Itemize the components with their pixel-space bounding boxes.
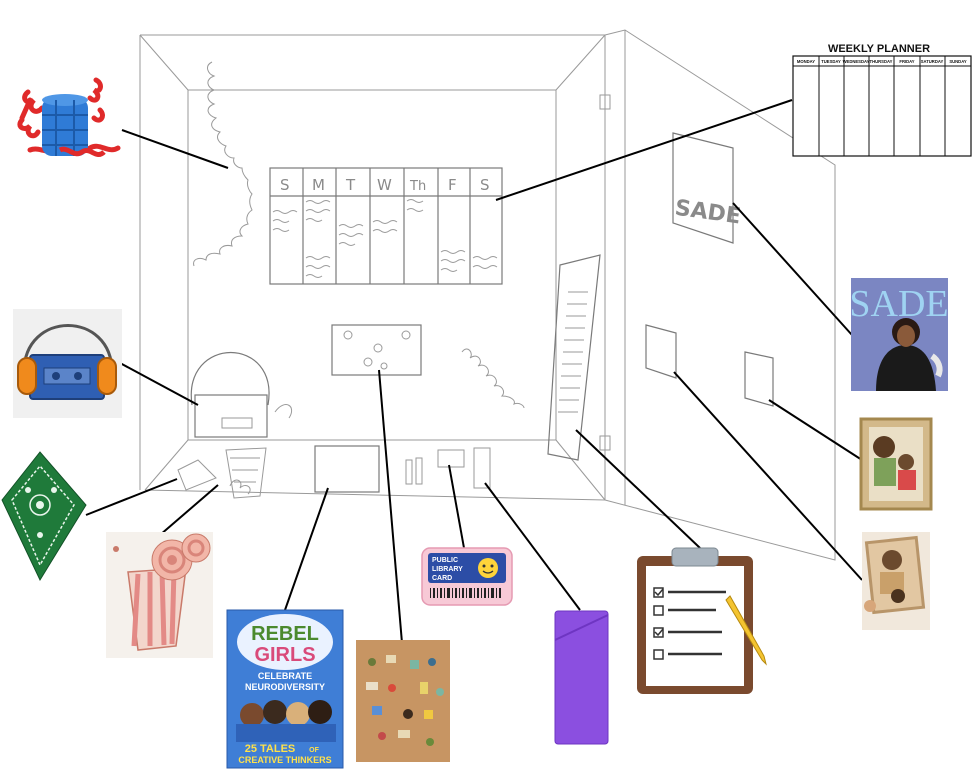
sketch-day-3: W	[377, 176, 392, 194]
sketch-day-0: S	[280, 176, 290, 194]
clipboard-icon	[637, 547, 767, 694]
corkboard-sketch	[331, 324, 422, 376]
book-tagline-line2: CREATIVE THINKERS	[238, 755, 331, 765]
sade-poster-icon: SADE	[849, 278, 949, 391]
sketch-calendar: S M T W Th F S	[269, 167, 503, 285]
book-title-line1: REBEL	[251, 623, 319, 645]
book-title-line2: GIRLS	[254, 644, 315, 666]
squiggle-sketch	[461, 348, 525, 409]
library-card-icon: PUBLIC LIBRARY CARD	[421, 547, 513, 606]
clipboard-sketch	[547, 254, 601, 461]
book-tagline-of: OF	[309, 747, 319, 754]
sade-sketch-text: SADE	[673, 196, 742, 230]
book-subtitle-line2: NEURODIVERSITY	[245, 682, 325, 692]
planner-day-4: FRIDAY	[899, 59, 914, 64]
slinky-toy-icon	[17, 77, 121, 157]
sade-sketch	[672, 132, 734, 244]
planner-title: WEEKLY PLANNER	[828, 43, 930, 55]
framed-photo-icon-2	[859, 417, 933, 511]
library-card-line1: PUBLIC	[432, 557, 458, 564]
slinky-sketch	[193, 61, 253, 267]
sketch-day-4: Th	[409, 179, 426, 194]
leader-lines	[85, 99, 863, 644]
framed-photo-icon	[862, 532, 930, 630]
book-tagline-line1: 25 TALES	[245, 743, 296, 755]
walkman-icon	[13, 309, 122, 418]
sketch-day-5: F	[448, 176, 457, 194]
sketch-day-2: T	[345, 176, 356, 194]
planner-day-6: SUNDAY	[949, 59, 967, 64]
planner-day-1: TUESDAY	[821, 59, 841, 64]
corkboard-icon	[356, 640, 450, 762]
walkman-sketch	[190, 351, 270, 406]
pastry-icon	[106, 532, 213, 658]
library-card-line2: LIBRARY	[432, 566, 463, 573]
sketch-day-1: M	[312, 176, 325, 194]
bandana-icon	[1, 451, 87, 582]
sade-poster-text: SADE	[849, 283, 948, 325]
planner-day-0: MONDAY	[797, 59, 815, 64]
book-icon: REBEL GIRLS CELEBRATE NEURODIVERSITY 25 …	[226, 609, 344, 769]
pencil-case-icon	[554, 610, 609, 745]
planner-day-3: THURSDAY	[870, 59, 893, 64]
sketch-day-6: S	[480, 176, 490, 194]
weekly-planner: WEEKLY PLANNER MONDAY TUESDAY WEDNESDAY …	[792, 43, 972, 157]
room-sketch: S M T W Th F S	[139, 29, 836, 561]
book-sketch	[314, 445, 380, 493]
planner-day-5: SATURDAY	[921, 59, 944, 64]
planner-day-2: WEDNESDAY	[843, 59, 870, 64]
pastry-sketch	[225, 447, 267, 499]
library-card-line3: CARD	[432, 575, 452, 582]
book-subtitle-line1: CELEBRATE	[258, 671, 312, 681]
